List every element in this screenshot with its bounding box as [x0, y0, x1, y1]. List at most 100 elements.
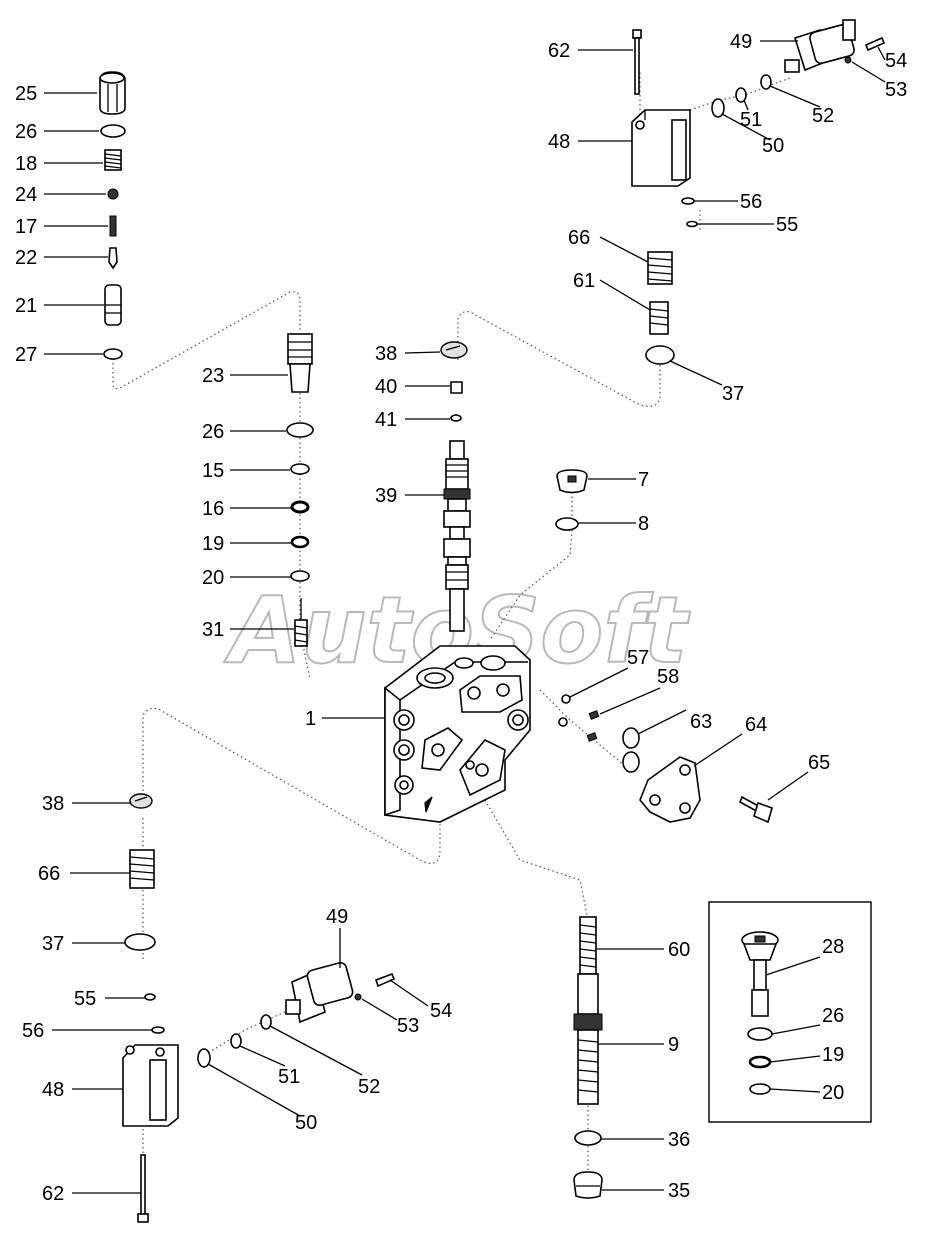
- part-48-housing-top: [631, 109, 691, 187]
- part-9-spool: [573, 973, 603, 1105]
- part-number-label: 57: [627, 647, 649, 669]
- part-61-spring-top: [649, 301, 669, 335]
- part-number-label: 28: [822, 936, 844, 958]
- callout-20: 20: [202, 567, 291, 589]
- callout-49: 49: [326, 906, 348, 968]
- callout-17: 17: [15, 216, 108, 238]
- part-58-pin: [588, 710, 600, 720]
- part-number-label: 48: [548, 131, 570, 153]
- callout-26: 26: [771, 1005, 844, 1035]
- part-19-ring: [290, 535, 310, 549]
- callout-50: 50: [207, 1063, 317, 1134]
- part-27-ring: [103, 348, 123, 360]
- part-26-ring-inset: [747, 1027, 773, 1041]
- part-number-label: 38: [375, 343, 397, 365]
- part-number-label: 21: [15, 295, 37, 317]
- callout-56: 56: [694, 191, 762, 213]
- part-number-label: 19: [822, 1044, 844, 1066]
- part-40-plug: [450, 381, 463, 394]
- callout-62: 62: [42, 1183, 141, 1205]
- part-35-plug: [573, 1171, 603, 1199]
- callout-55: 55: [697, 214, 798, 236]
- part-65-bolt: [738, 795, 773, 824]
- callout-36: 36: [601, 1129, 690, 1151]
- part-22-poppet: [108, 247, 118, 270]
- callout-52: 52: [769, 85, 834, 127]
- part-50-ring-top: [711, 98, 725, 118]
- part-number-label: 26: [15, 121, 37, 143]
- part-55-ring-top: [686, 220, 698, 228]
- part-number-label: 55: [74, 988, 96, 1010]
- leader-line: [404, 351, 441, 354]
- callout-63: 63: [637, 709, 712, 735]
- part-20-ring: [290, 570, 310, 582]
- callout-20: 20: [769, 1082, 844, 1104]
- part-56-ring-top: [681, 197, 695, 205]
- callout-62: 62: [548, 40, 633, 62]
- part-51-ring-top: [735, 87, 747, 103]
- part-1-valve-body: [384, 645, 531, 823]
- part-number-label: 26: [202, 421, 224, 443]
- leader-line: [269, 1025, 363, 1076]
- leader-line: [693, 733, 743, 767]
- part-number-label: 39: [375, 485, 397, 507]
- part-number-label: 58: [657, 666, 679, 688]
- leader-line: [877, 46, 886, 61]
- part-56-ring-lower: [151, 1026, 165, 1034]
- part-number-label: 37: [42, 933, 64, 955]
- part-19-ring-inset: [748, 1055, 772, 1069]
- leader-line: [669, 360, 723, 386]
- callout-40: 40: [375, 376, 450, 398]
- part-number-label: 25: [15, 83, 37, 105]
- leader-line: [599, 279, 651, 311]
- leader-line: [769, 1055, 821, 1063]
- callout-26: 26: [15, 121, 99, 143]
- part-53-washer-lower: [354, 993, 362, 1001]
- part-number-label: 66: [38, 863, 60, 885]
- callout-8: 8: [578, 513, 649, 535]
- part-63-ring: [622, 727, 640, 749]
- part-number-label: 56: [22, 1020, 44, 1042]
- part-20-ring-inset: [749, 1083, 771, 1095]
- callout-38: 38: [42, 793, 130, 815]
- part-number-label: 37: [722, 383, 744, 405]
- callout-53: 53: [361, 998, 419, 1037]
- callout-21: 21: [15, 295, 104, 317]
- callout-50: 50: [721, 113, 784, 157]
- part-number-label: 17: [15, 216, 37, 238]
- callout-53: 53: [851, 61, 907, 101]
- part-number-label: 1: [305, 708, 316, 730]
- part-number-label: 62: [548, 40, 570, 62]
- callout-52: 52: [269, 1025, 380, 1098]
- part-number-label: 20: [822, 1082, 844, 1104]
- callout-16: 16: [202, 498, 292, 520]
- part-49-solenoid-top: [784, 19, 856, 73]
- callout-58: 58: [599, 666, 679, 715]
- part-number-label: 66: [568, 227, 590, 249]
- part-number-label: 19: [202, 533, 224, 555]
- part-25-cap: [99, 71, 126, 115]
- leader-line: [851, 61, 886, 83]
- part-66-spring-lower: [129, 849, 155, 889]
- part-58-pin-b: [586, 732, 598, 742]
- callout-19: 19: [202, 533, 292, 555]
- leader-line: [721, 113, 771, 141]
- callout-61: 61: [573, 270, 651, 311]
- part-52-ring-lower: [260, 1014, 272, 1030]
- part-number-label: 23: [202, 365, 224, 387]
- callout-24: 24: [15, 184, 106, 206]
- part-26-ring: [100, 124, 126, 138]
- part-16-ring: [290, 500, 310, 514]
- part-number-label: 64: [745, 714, 767, 736]
- callout-48: 48: [42, 1079, 123, 1101]
- callout-56: 56: [22, 1020, 152, 1042]
- part-52-ring-top: [760, 74, 772, 90]
- part-15-ring: [290, 463, 310, 475]
- leader-line: [239, 1045, 286, 1067]
- part-36-ring: [574, 1130, 602, 1146]
- callout-27: 27: [15, 344, 103, 366]
- part-number-label: 50: [762, 135, 784, 157]
- callout-9: 9: [598, 1034, 679, 1056]
